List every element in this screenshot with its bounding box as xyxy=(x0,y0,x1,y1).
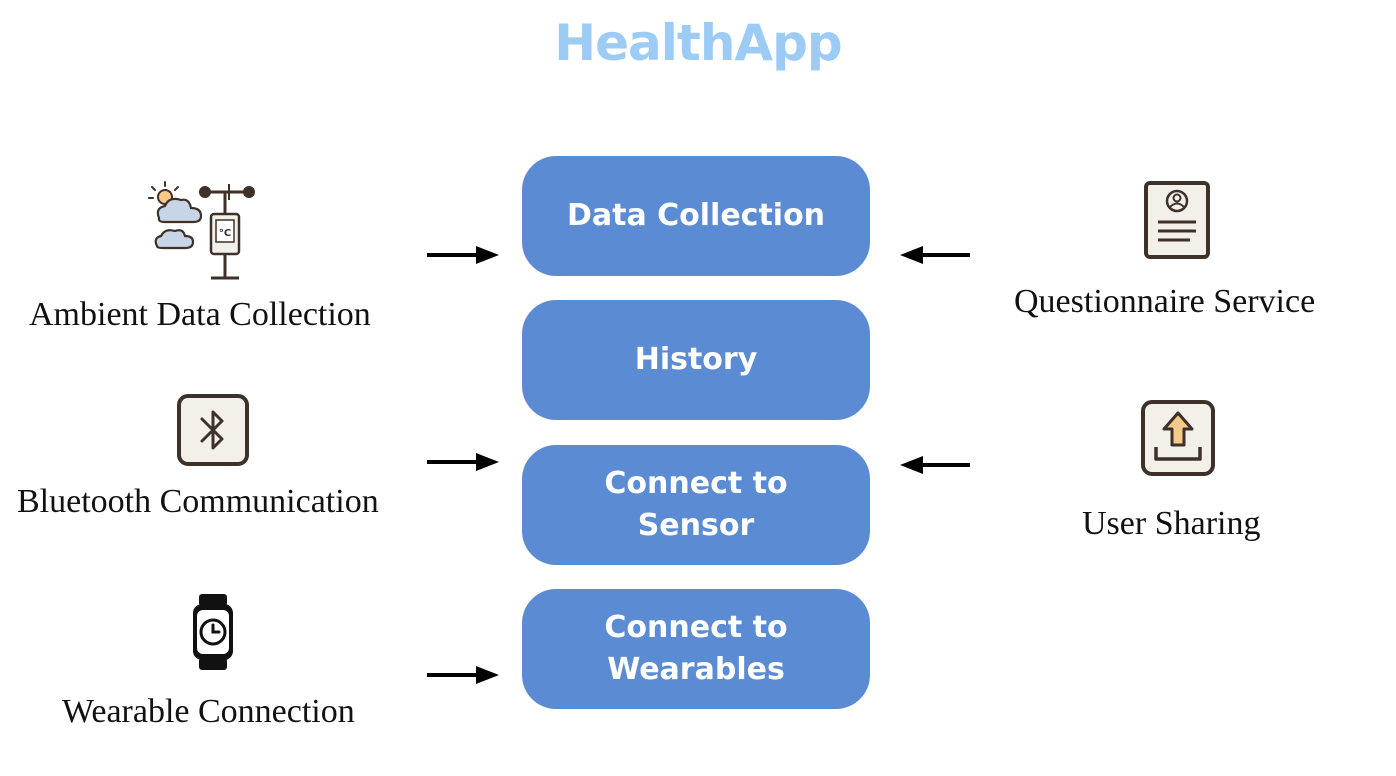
ambient-data-collection-label: Ambient Data Collection xyxy=(29,296,371,333)
bluetooth-icon xyxy=(177,394,249,466)
connect-to-wearables-label: Connect to Wearables xyxy=(604,607,787,691)
bluetooth-communication-label: Bluetooth Communication xyxy=(17,483,379,520)
connect-to-sensor-label: Connect to Sensor xyxy=(604,466,788,543)
temperature-unit-text: °C xyxy=(219,228,231,239)
arrow-right-ambient xyxy=(427,246,499,264)
connect-to-sensor-box[interactable]: Connect to Sensor xyxy=(522,445,870,565)
data-collection-box[interactable]: Data Collection xyxy=(522,156,870,276)
profile-document-icon xyxy=(1144,181,1210,259)
diagram-title: HealthApp xyxy=(554,14,842,72)
weather-station-icon: °C xyxy=(148,181,255,280)
data-collection-label: Data Collection xyxy=(566,198,826,233)
questionnaire-service-label: Questionnaire Service xyxy=(1014,283,1316,320)
user-sharing-label: User Sharing xyxy=(1082,505,1261,542)
connect-to-wearables-line1: Connect to xyxy=(604,610,788,645)
arrow-right-bluetooth xyxy=(427,453,499,471)
wearable-connection-label: Wearable Connection xyxy=(62,693,355,730)
arrow-left-questionnaire xyxy=(900,246,970,264)
smartwatch-icon xyxy=(193,594,233,670)
upload-share-icon xyxy=(1141,400,1215,476)
arrow-left-sharing xyxy=(900,456,970,474)
history-box[interactable]: History xyxy=(522,300,870,420)
connect-to-wearables-line2: Wearables xyxy=(607,652,785,687)
arrow-right-wearable xyxy=(427,666,499,684)
history-label: History xyxy=(634,342,758,377)
connect-to-wearables-box[interactable]: Connect to Wearables xyxy=(522,589,870,709)
